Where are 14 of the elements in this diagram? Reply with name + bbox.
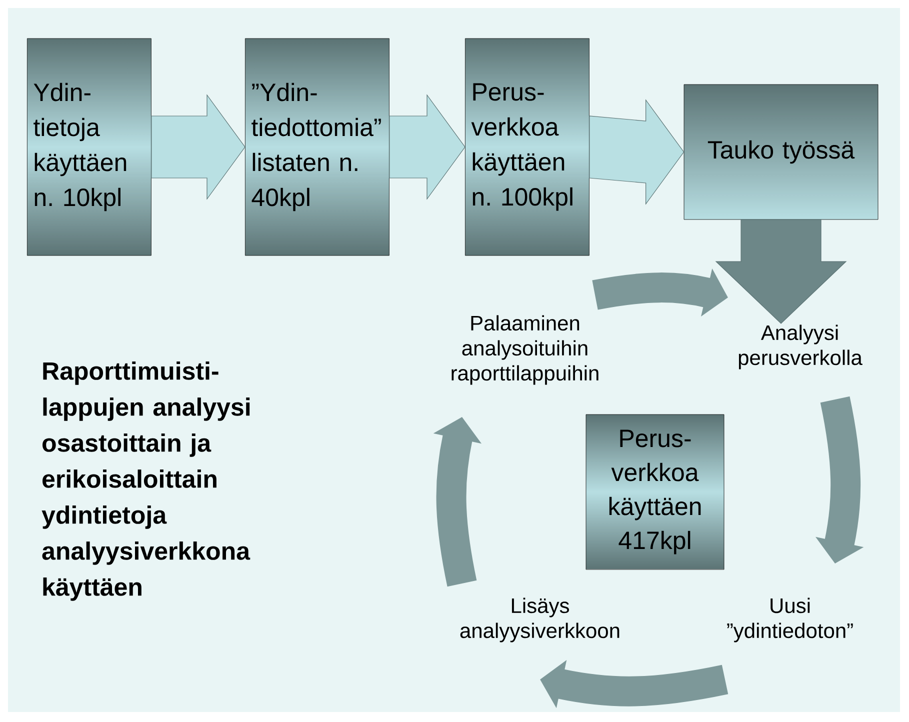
process-box: Ydin- tietoja käyttäen n. 10kpl (27, 38, 152, 256)
process-box: Tauko työssä (684, 84, 878, 220)
process-box: Perus- verkkoa käyttäen 417kpl (586, 414, 724, 570)
step-label: Lisäys analyysiverkkoon (460, 598, 620, 642)
process-box: Perus- verkkoa käyttäen n. 100kpl (465, 38, 590, 256)
block-arrow (715, 219, 847, 324)
step-label: Analyysi perusverkolla (738, 324, 862, 370)
description-text: Raporttimuisti- lappujen analyysi osastoittain ja erikoisaloittain ydintietoja analyysiverkkona käyttäen (42, 362, 250, 601)
block-arrow (589, 99, 684, 205)
step-label: Palaaminen analysoituihin raporttilappuihin (452, 315, 598, 385)
step-label: Uusi ”ydintiedoton” (727, 598, 853, 642)
block-arrow (389, 94, 466, 200)
process-box: ”Ydin- tiedottomia” listaten n. 40kpl (245, 38, 390, 256)
block-arrow (151, 94, 246, 200)
